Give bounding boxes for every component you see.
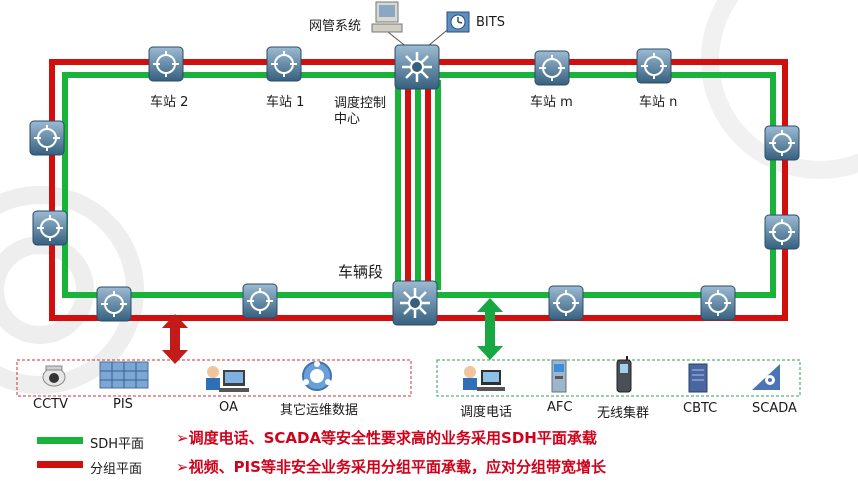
legend-sdh-swatch <box>37 437 83 444</box>
nms-label: 网管系统 <box>309 19 362 34</box>
packet-access-arrow <box>162 314 188 364</box>
station-1-label: 车站 1 <box>266 95 305 110</box>
control-center-label-line2: 中心 <box>334 112 361 127</box>
cctv-label: CCTV <box>33 397 68 412</box>
left-lower-router-icon <box>32 210 68 246</box>
depot-label: 车辆段 <box>338 263 384 281</box>
ops-data-label: 其它运维数据 <box>280 403 359 418</box>
station-1-router-icon <box>266 46 302 82</box>
cbtc-label: CBTC <box>683 401 718 416</box>
camera-icon <box>42 365 66 387</box>
sdh-access-arrow <box>477 298 503 360</box>
depot-switch-icon <box>392 280 438 326</box>
bottom-mid-router-icon <box>242 283 278 319</box>
legend-sdh-label: SDH平面 <box>90 437 145 452</box>
station-m-router-icon <box>534 50 570 86</box>
handset-icon <box>616 356 632 393</box>
control-center-label-line1: 调度控制 <box>334 96 387 111</box>
operator-icon <box>463 366 505 391</box>
left-service-group-box <box>16 359 412 397</box>
bottom-right-router-icon <box>548 285 584 321</box>
station-n-router-icon <box>636 48 672 84</box>
bottom-far-right-router-icon <box>700 285 736 321</box>
display-wall-icon <box>99 361 149 389</box>
bottom-left-router-icon <box>96 286 132 322</box>
note-packet: ➢视频、PIS等非安全业务采用分组平面承载，应对分组带宽增长 <box>176 458 606 476</box>
trunk-links <box>395 80 441 290</box>
scada-label: SCADA <box>752 401 797 416</box>
bits-label: BITS <box>476 15 505 30</box>
network-cloud-icon <box>302 361 332 391</box>
pis-label: PIS <box>113 397 133 412</box>
legend-packet-label: 分组平面 <box>90 462 143 477</box>
oa-label: OA <box>219 400 238 415</box>
control-center-switch-icon <box>394 44 440 90</box>
afc-label: AFC <box>547 400 573 415</box>
right-lower-router-icon <box>764 214 800 250</box>
ticket-machine-icon <box>551 359 567 393</box>
trunking-radio-label: 无线集群 <box>597 406 650 421</box>
note-sdh: ➢调度电话、SCADA等安全性要求高的业务采用SDH平面承载 <box>176 429 597 447</box>
station-n-label: 车站 n <box>639 95 678 110</box>
dispatch-phone-label: 调度电话 <box>460 405 513 420</box>
right-upper-router-icon <box>764 125 800 161</box>
station-m-label: 车站 m <box>530 95 573 110</box>
left-upper-router-icon <box>29 120 65 156</box>
scada-icon <box>752 364 780 390</box>
station-2-label: 车站 2 <box>150 95 189 110</box>
bits-clock-icon <box>446 11 470 33</box>
legend-packet-swatch <box>37 461 83 468</box>
server-icon <box>688 363 708 393</box>
nms-computer-icon <box>371 1 403 33</box>
office-pc-icon <box>206 366 249 392</box>
station-2-router-icon <box>148 46 184 82</box>
